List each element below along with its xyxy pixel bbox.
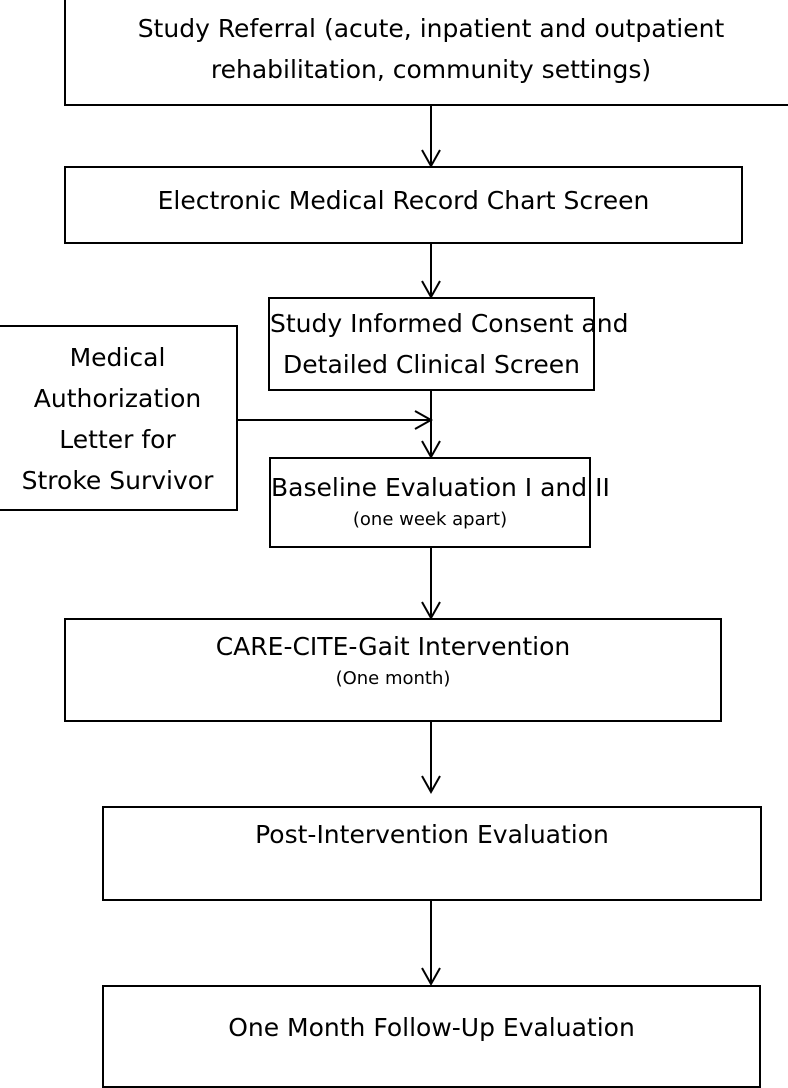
post-intervention-evaluation-box: Post-Intervention Evaluation [102,806,762,901]
follow-up-label: One Month Follow-Up Evaluation [228,1013,635,1042]
emr-chart-screen-label: Electronic Medical Record Chart Screen [157,186,650,215]
informed-consent-box: Study Informed Consent and Detailed Clin… [268,297,629,391]
medical-authorization-line-1: Medical [69,343,166,372]
emr-chart-screen-box: Electronic Medical Record Chart Screen [64,166,743,244]
post-intervention-label: Post-Intervention Evaluation [255,820,609,849]
care-cite-gait-intervention-box: CARE-CITE-Gait Intervention (One month) [64,618,722,722]
medical-authorization-line-3: Letter for [59,425,176,454]
intervention-title: CARE-CITE-Gait Intervention [215,632,571,661]
baseline-evaluation-title: Baseline Evaluation I and II [271,473,610,502]
informed-consent-line-1: Study Informed Consent and [270,309,629,338]
baseline-evaluation-subtitle: (one week apart) [352,509,508,530]
informed-consent-line-2: Detailed Clinical Screen [283,350,580,379]
baseline-evaluation-box: Baseline Evaluation I and II (one week a… [269,457,610,548]
intervention-duration: (One month) [335,668,451,689]
study-referral-box: Study Referral (acute, inpatient and out… [64,0,788,106]
medical-authorization-box: Medical Authorization Letter for Stroke … [0,325,238,511]
study-referral-line-2: rehabilitation, community settings) [210,55,652,84]
medical-authorization-line-4: Stroke Survivor [21,466,214,495]
follow-up-evaluation-box: One Month Follow-Up Evaluation [102,985,761,1088]
study-referral-line-1: Study Referral (acute, inpatient and out… [137,14,725,43]
medical-authorization-line-2: Authorization [33,384,202,413]
